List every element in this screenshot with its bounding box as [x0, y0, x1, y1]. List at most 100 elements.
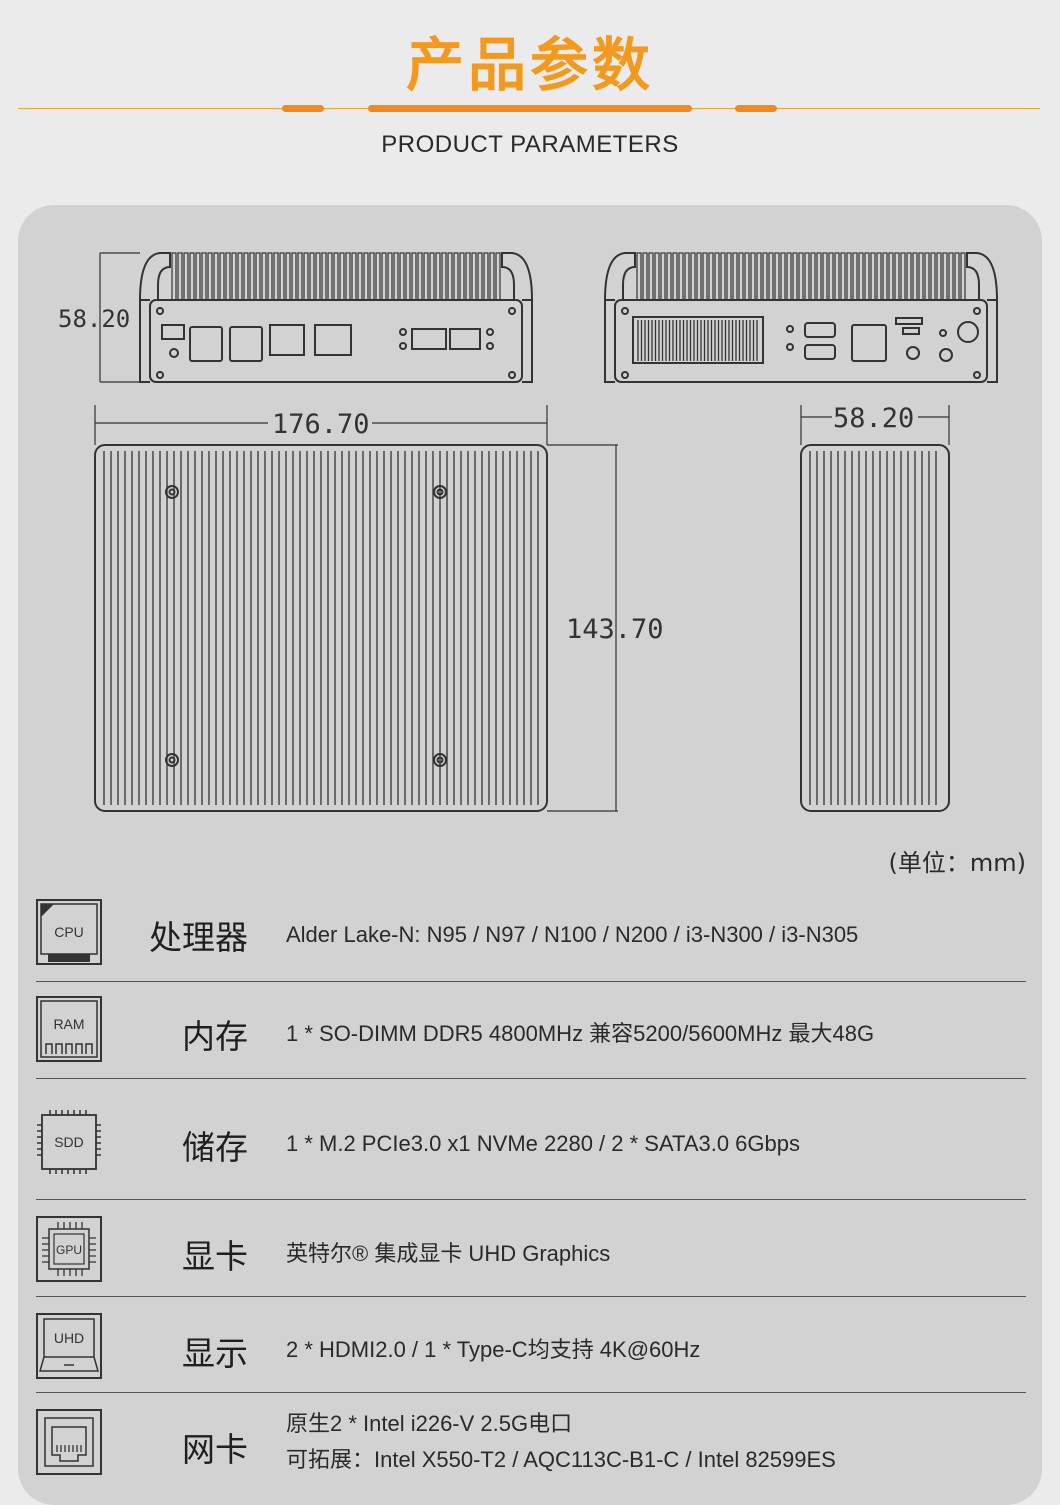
heatsink-fin	[666, 252, 672, 301]
technical-drawing: 58.20 176.70	[58, 252, 998, 812]
heatsink-fin	[930, 252, 936, 301]
page-title: 产品参数	[405, 31, 654, 99]
heatsink-fin	[213, 252, 219, 301]
heatsink-fin	[375, 252, 381, 301]
heatsink-fin	[411, 252, 417, 301]
heatsink-fin	[870, 252, 876, 301]
heatsink-fin	[363, 252, 369, 301]
side-view	[800, 444, 950, 812]
heatsink-fin	[345, 252, 351, 301]
heatsink-fin	[231, 252, 237, 301]
heatsink-fin	[918, 252, 924, 301]
heatsink-fin	[279, 252, 285, 301]
heatsink-fin	[255, 252, 261, 301]
heatsink-fin	[822, 252, 828, 301]
heatsink-fin	[636, 252, 642, 301]
dimension-depth	[547, 444, 618, 812]
heatsink-fin	[315, 252, 321, 301]
heatsink-fin	[417, 252, 423, 301]
heatsink-fin	[477, 252, 483, 301]
heatsink-fin	[876, 252, 882, 301]
heatsink-fin	[780, 252, 786, 301]
heatsink-fin	[726, 252, 732, 301]
spec-label-gpu: 显卡	[182, 1237, 248, 1276]
heatsink-fin	[660, 252, 666, 301]
heatsink-fin	[846, 252, 852, 301]
heatsink-fin	[171, 252, 177, 301]
heatsink-fin	[960, 252, 966, 301]
heatsink-fin	[195, 252, 201, 301]
spec-panel	[18, 205, 1042, 1505]
heatsink-fin	[834, 252, 840, 301]
heatsink-fin	[471, 252, 477, 301]
heatsink-fin	[804, 252, 810, 301]
front-view-left	[139, 252, 533, 383]
title-dash-right	[735, 105, 777, 112]
ram-icon: RAM	[36, 996, 102, 1062]
heatsink-fin	[690, 252, 696, 301]
heatsink-fin	[762, 252, 768, 301]
svg-text:RAM: RAM	[53, 1016, 84, 1032]
heatsink-fin	[696, 252, 702, 301]
svg-text:CPU: CPU	[54, 924, 84, 940]
spec-row-gpu: GPU 显卡 英特尔® 集成显卡 UHD Graphics	[36, 1200, 1026, 1297]
heatsink-fin	[756, 252, 762, 301]
heatsink-fin	[858, 252, 864, 301]
heatsink-fin	[243, 252, 249, 301]
heatsink-fin	[882, 252, 888, 301]
heatsink-fin	[339, 252, 345, 301]
heatsink-fin	[465, 252, 471, 301]
heatsink-fin	[261, 252, 267, 301]
heatsink-fin	[297, 252, 303, 301]
heatsink-fin	[333, 252, 339, 301]
spec-value-network-line2: 可拓展：Intel X550-T2 / AQC113C-B1-C / Intel…	[286, 1447, 836, 1472]
spec-value-network-line1: 原生2 * Intel i226-V 2.5G电口	[286, 1411, 573, 1436]
heatsink-fin	[453, 252, 459, 301]
spec-row-display: UHD 显示 2 * HDMI2.0 / 1 * Type-C均支持 4K@60…	[36, 1297, 1026, 1393]
heatsink-fin	[798, 252, 804, 301]
spec-value-cpu: Alder Lake-N: N95 / N97 / N100 / N200 / …	[286, 922, 859, 947]
heatsink-fin	[912, 252, 918, 301]
spec-value-display: 2 * HDMI2.0 / 1 * Type-C均支持 4K@60Hz	[286, 1337, 701, 1362]
spec-row-ram: RAM 内存 1 * SO-DIMM DDR5 4800MHz 兼容5200/5…	[36, 982, 1026, 1079]
spec-value-gpu: 英特尔® 集成显卡 UHD Graphics	[286, 1241, 611, 1266]
dim-front-height-label: 58.20	[58, 305, 130, 333]
spec-label-network: 网卡	[182, 1430, 248, 1469]
heatsink-fin	[648, 252, 654, 301]
gpu-icon: GPU	[36, 1216, 102, 1282]
dimension-width	[94, 405, 548, 445]
title-dash-center	[368, 105, 692, 112]
heatsink-fin	[459, 252, 465, 301]
heatsink-fin	[720, 252, 726, 301]
heatsink-fin	[189, 252, 195, 301]
heatsink-fin	[237, 252, 243, 301]
spec-value-network: 原生2 * Intel i226-V 2.5G电口 可拓展：Intel X550…	[286, 1406, 836, 1478]
heatsink-fin	[954, 252, 960, 301]
heatsink-fin	[351, 252, 357, 301]
spec-label-display: 显示	[182, 1334, 248, 1373]
spec-row-storage: SDD 储存 1 * M.2 PCIe3.0 x1 NVMe 2280 / 2 …	[36, 1079, 1026, 1200]
heatsink-fin	[423, 252, 429, 301]
heatsink-fin	[702, 252, 708, 301]
heatsink-fin	[309, 252, 315, 301]
cpu-icon: CPU	[36, 899, 102, 965]
heatsink-fin	[642, 252, 648, 301]
heatsink-fin	[888, 252, 894, 301]
heatsink-fin	[654, 252, 660, 301]
heatsink-fin	[429, 252, 435, 301]
heatsink-fin	[327, 252, 333, 301]
heatsink-fin	[489, 252, 495, 301]
heatsink-fin	[936, 252, 942, 301]
heatsink-fin	[738, 252, 744, 301]
heatsink-fin	[267, 252, 273, 301]
heatsink-fin	[744, 252, 750, 301]
ssd-icon: SDD	[36, 1109, 102, 1175]
unit-note: (单位：mm)	[888, 849, 1026, 877]
heatsink-fin	[183, 252, 189, 301]
heatsink-fin	[357, 252, 363, 301]
heatsink-fin	[381, 252, 387, 301]
heatsink-fin	[441, 252, 447, 301]
heatsink-fin	[291, 252, 297, 301]
heatsink-fin	[369, 252, 375, 301]
heatsink-fin	[810, 252, 816, 301]
